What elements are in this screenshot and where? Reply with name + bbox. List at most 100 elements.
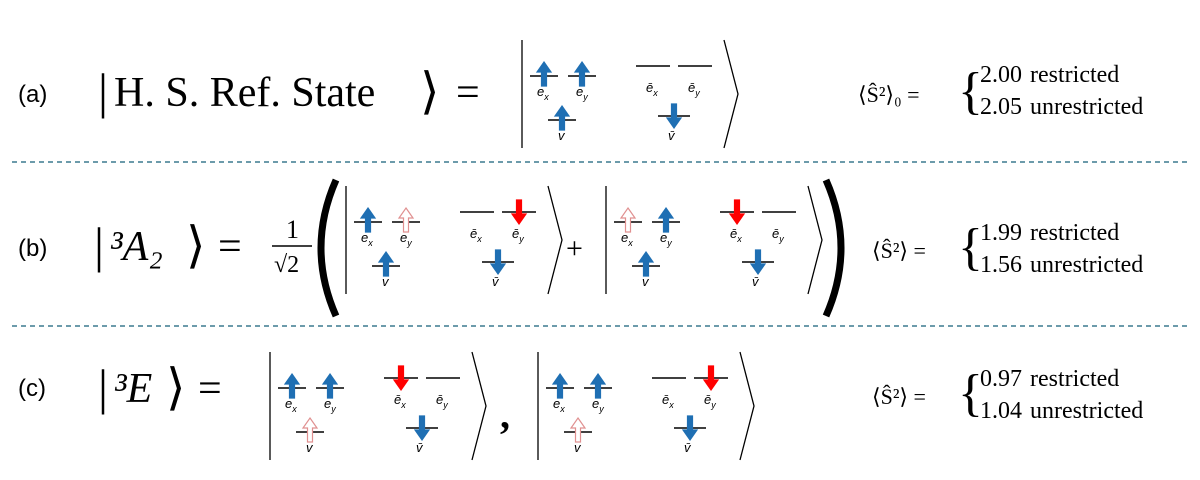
ket: ex ey v ēx ēy v̄	[537, 351, 755, 461]
lhs-state-name: ³E	[114, 366, 152, 412]
spin-up-arrow	[377, 250, 395, 277]
ket-right-angle	[807, 185, 823, 295]
orbital-label-v: v	[306, 440, 314, 455]
orbital-label-ex: ex	[553, 396, 565, 414]
spin-up-arrow	[637, 250, 655, 277]
spin-down-arrow-red	[702, 365, 720, 392]
spin-down-arrow	[489, 249, 507, 276]
equals-sign: =	[456, 70, 480, 116]
ket: ex ey v ēx ēy v̄	[345, 185, 563, 295]
orbital-label-bar-ey: ēy	[688, 80, 700, 98]
s2-value-unrestricted: 2.05	[980, 94, 1022, 120]
ket-right-angle	[723, 39, 739, 149]
orbital-label-bar-v: v̄	[416, 440, 424, 455]
prefactor-denominator: √2	[274, 252, 299, 278]
s2-value-unrestricted: 1.56	[980, 252, 1022, 278]
s2-brace: {	[958, 219, 983, 276]
s2-value-restricted: 0.97	[980, 366, 1022, 392]
orbital-label-v: v	[382, 274, 390, 289]
ket-right-angle	[547, 185, 563, 295]
s2-kind-restricted: restricted	[1030, 220, 1119, 246]
equals-sign: =	[198, 366, 222, 412]
orbital-label-v: v	[574, 440, 582, 455]
lhs-open-bar: |	[98, 359, 108, 415]
spin-down-arrow-red	[392, 365, 410, 392]
orbital-label-bar-v: v̄	[684, 440, 692, 455]
orbital-label-ex: ex	[621, 230, 633, 248]
spin-up-arrow-hollow	[619, 206, 637, 233]
s2-kind-unrestricted: unrestricted	[1030, 94, 1143, 120]
equals-sign: =	[218, 224, 242, 270]
s2-label: ⟨Ŝ²⟩ =	[872, 238, 926, 263]
spin-up-arrow	[535, 60, 553, 87]
big-paren-left	[317, 178, 340, 318]
row-label: (a)	[18, 81, 47, 108]
s2-kind-unrestricted: unrestricted	[1030, 398, 1143, 424]
lhs-state-name: H. S. Ref. State	[114, 70, 375, 116]
spin-up-arrow	[589, 372, 607, 399]
spin-up-arrow-hollow	[569, 416, 587, 443]
s2-kind-unrestricted: unrestricted	[1030, 252, 1143, 278]
s2-brace: {	[958, 63, 983, 120]
lhs-close-angle: ⟩	[420, 63, 440, 119]
orbital-label-ex: ex	[361, 230, 373, 248]
spin-down-arrow	[665, 103, 683, 130]
row-label: (b)	[18, 235, 47, 262]
orbital-label-bar-ex: ēx	[730, 226, 742, 244]
spin-up-arrow	[283, 372, 301, 399]
orbital-label-ey: ey	[324, 396, 336, 414]
orbital-label-ey: ey	[592, 396, 604, 414]
orbital-label-bar-ey: ēy	[436, 392, 448, 410]
s2-label: ⟨Ŝ²⟩₀ =	[858, 82, 920, 107]
orbital-label-ey: ey	[660, 230, 672, 248]
ket: ex ey v ēx ēy v̄	[521, 39, 739, 149]
lhs-open-bar: |	[98, 63, 108, 119]
spin-up-arrow	[359, 206, 377, 233]
orbital-label-bar-ex: ēx	[646, 80, 658, 98]
ket-right-angle	[739, 351, 755, 461]
orbital-label-bar-v: v̄	[492, 274, 500, 289]
orbital-label-v: v	[642, 274, 650, 289]
orbital-label-bar-ex: ēx	[470, 226, 482, 244]
orbital-label-bar-ex: ēx	[662, 392, 674, 410]
orbital-label-bar-ey: ēy	[704, 392, 716, 410]
spin-up-arrow-hollow	[397, 206, 415, 233]
spin-down-arrow-red	[510, 199, 528, 226]
spin-up-arrow-hollow	[301, 416, 319, 443]
orbital-label-ex: ex	[285, 396, 297, 414]
row-label: (c)	[18, 375, 46, 402]
spin-down-arrow	[749, 249, 767, 276]
orbital-label-bar-ex: ēx	[394, 392, 406, 410]
orbital-label-ey: ey	[400, 230, 412, 248]
spin-down-arrow	[413, 415, 431, 442]
ket: ex ey v ēx ēy v̄	[269, 351, 487, 461]
plus-sign: +	[566, 232, 583, 265]
orbital-label-v: v	[558, 128, 566, 143]
s2-kind-restricted: restricted	[1030, 62, 1119, 88]
orbital-label-bar-ey: ēy	[772, 226, 784, 244]
orbital-label-ey: ey	[576, 84, 588, 102]
s2-value-restricted: 2.00	[980, 62, 1022, 88]
lhs-close-angle: ⟩	[166, 359, 186, 415]
spin-up-arrow	[657, 206, 675, 233]
lhs-open-bar: |	[94, 217, 104, 273]
spin-up-arrow	[573, 60, 591, 87]
lhs-close-angle: ⟩	[186, 217, 206, 273]
orbital-label-bar-ey: ēy	[512, 226, 524, 244]
spin-up-arrow	[551, 372, 569, 399]
s2-kind-restricted: restricted	[1030, 366, 1119, 392]
s2-value-unrestricted: 1.04	[980, 398, 1022, 424]
ket-right-angle	[471, 351, 487, 461]
spin-up-arrow	[553, 104, 571, 131]
lhs-state-name: ³A₂	[110, 224, 163, 270]
s2-label: ⟨Ŝ²⟩ =	[872, 384, 926, 409]
orbital-label-bar-v: v̄	[668, 128, 676, 143]
big-paren-right	[822, 178, 845, 318]
row-a: (a) | H. S. Ref. State ⟩ = ex ey v ēx ēy v̄ ⟨…	[18, 39, 1143, 149]
orbital-label-ex: ex	[537, 84, 549, 102]
spin-up-arrow	[321, 372, 339, 399]
